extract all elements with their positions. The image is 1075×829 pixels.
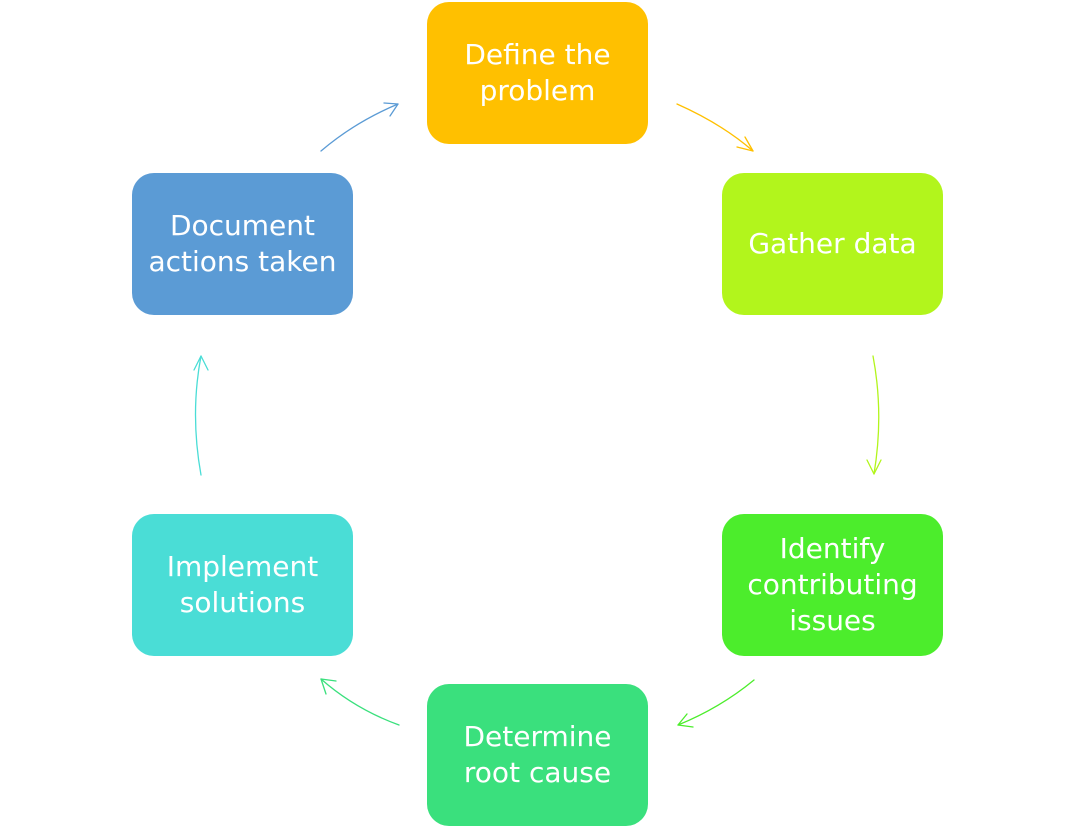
arrowhead-define-to-gather [736, 136, 754, 152]
arrow-determine-to-implement [320, 678, 400, 726]
arrow-define-to-gather [676, 103, 754, 152]
arrowhead-implement-to-document [193, 355, 209, 371]
arrow-implement-to-document [194, 355, 202, 476]
step-label: Gather data [748, 227, 917, 260]
arrowhead-determine-to-implement [320, 678, 337, 695]
arrow-gather-to-identify [872, 355, 880, 475]
step-identify-contributing-issues: Identify contributing issues [722, 514, 943, 656]
arrowhead-identify-to-determine [677, 713, 694, 728]
step-document-actions-taken: Document actions taken [132, 173, 353, 315]
step-label: Determine root cause [463, 720, 612, 789]
step-define-the-problem: Define the problem [427, 2, 648, 144]
step-label: Document actions taken [148, 209, 337, 278]
arrow-document-to-define [320, 103, 399, 152]
step-label: Define the problem [464, 38, 611, 107]
step-implement-solutions: Implement solutions [132, 514, 353, 656]
step-label: Identify contributing issues [747, 532, 918, 637]
step-determine-root-cause: Determine root cause [427, 684, 648, 826]
step-gather-data: Gather data [722, 173, 943, 315]
arrowhead-gather-to-identify [866, 459, 882, 475]
arrowhead-document-to-define [383, 102, 399, 117]
step-label: Implement solutions [166, 550, 319, 619]
arrow-identify-to-determine [677, 679, 755, 726]
